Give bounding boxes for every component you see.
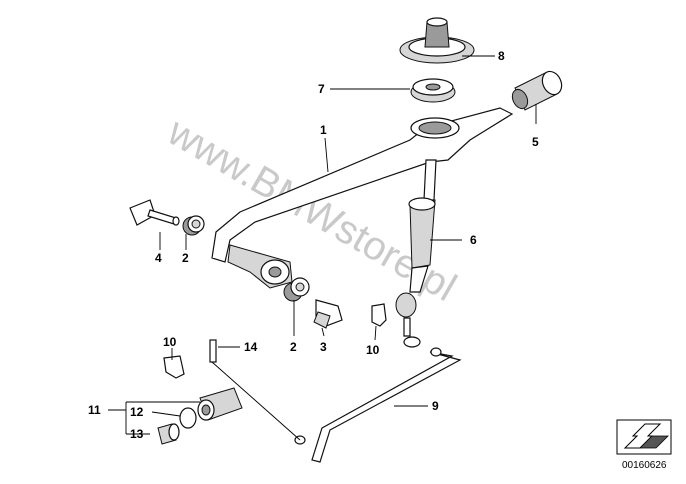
callout-10-left: 10 bbox=[163, 335, 177, 349]
callout-11: 11 bbox=[88, 403, 101, 417]
part-8-boot bbox=[399, 17, 475, 64]
callout-5: 5 bbox=[532, 135, 539, 149]
part-3-clip bbox=[313, 299, 343, 329]
part-5-bushing bbox=[511, 70, 563, 111]
part-14-pin bbox=[209, 339, 217, 363]
part-10-spring-clip-right bbox=[371, 303, 387, 327]
part-7-bearing-cup bbox=[410, 78, 456, 103]
callout-4: 4 bbox=[155, 251, 162, 265]
callout-8: 8 bbox=[498, 49, 505, 63]
reference-number: 00160626 bbox=[622, 460, 667, 471]
callout-2-lower: 2 bbox=[290, 340, 297, 354]
part-4-clip-pin bbox=[129, 199, 180, 226]
leader-lines bbox=[108, 55, 537, 441]
callout-2-upper: 2 bbox=[182, 251, 189, 265]
callout-10-right: 10 bbox=[366, 343, 380, 357]
part-2-grommet-upper bbox=[182, 215, 205, 236]
callout-13: 13 bbox=[130, 427, 144, 441]
part-9-shift-rod bbox=[294, 347, 462, 463]
callout-12: 12 bbox=[130, 405, 144, 419]
part-11-joint-assembly bbox=[197, 387, 243, 421]
callout-6: 6 bbox=[470, 233, 477, 247]
part-10-spring-clip-left bbox=[163, 355, 185, 379]
part-6-lever-shaft bbox=[395, 159, 437, 348]
callout-1: 1 bbox=[320, 123, 327, 137]
part-1-selector-arm bbox=[211, 107, 514, 289]
callout-3: 3 bbox=[320, 340, 327, 354]
callout-9: 9 bbox=[432, 399, 439, 413]
callout-7: 7 bbox=[318, 82, 325, 96]
part-2-grommet-lower bbox=[283, 277, 310, 302]
reference-box bbox=[616, 419, 672, 455]
arrow-icon bbox=[623, 423, 669, 449]
part-12-ring bbox=[179, 407, 197, 429]
part-13-bush bbox=[157, 423, 180, 445]
callout-14: 14 bbox=[244, 340, 258, 354]
